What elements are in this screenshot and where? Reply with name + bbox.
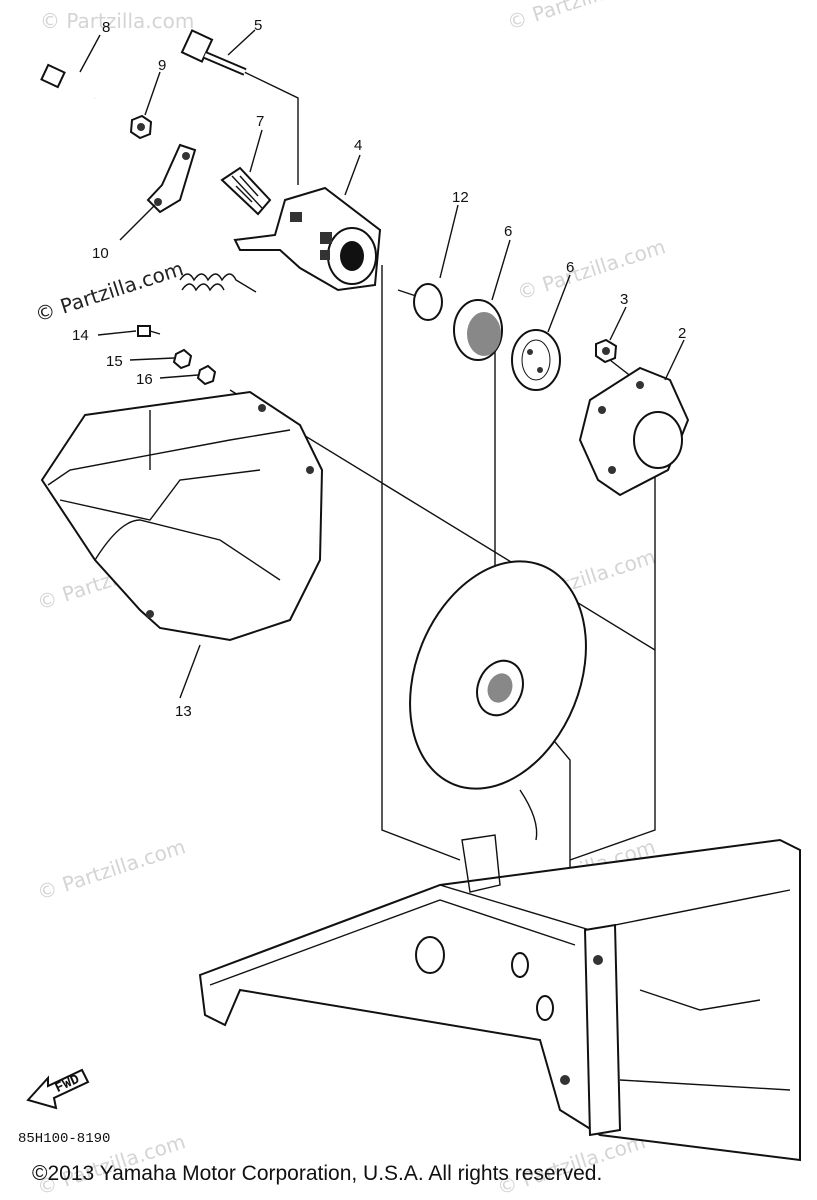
leader-line [227,29,256,56]
leader-line [519,789,538,841]
spring-part-11 [179,273,257,293]
copyright-notice: ©2013 Yamaha Motor Corporation, U.S.A. A… [32,1162,603,1185]
callout-8: 8 [102,19,110,36]
callout-3: 3 [620,291,628,308]
pad-part-12 [397,283,443,321]
callout-6a: 6 [504,223,512,240]
callout-labels: 8 5 9 7 4 12 6 6 10 3 2 14 15 16 13 [72,17,686,720]
pad-part-6a [453,299,503,361]
nut-part-3 [595,338,618,364]
leader-line [179,644,201,699]
diagram-code: 85H100-8190 [18,1131,110,1147]
leader-line [344,154,361,196]
callout-7: 7 [256,113,264,130]
leader-line [609,306,627,341]
callout-9: 9 [158,57,166,74]
leader-line [664,339,685,381]
bolt-part-5 [180,29,247,76]
leader-line [491,239,511,301]
brake-cover-part-13 [40,390,324,642]
leader-line [119,204,156,241]
callout-5: 5 [254,17,262,34]
pad-part-6b [511,329,561,391]
washer-part-15 [172,348,193,370]
fwd-arrow: FWD [26,1068,90,1110]
brake-disc-part-1 [409,560,587,790]
callout-16: 16 [136,371,153,388]
chassis-frame [198,834,801,1162]
callout-4: 4 [354,137,362,154]
callout-12: 12 [452,189,469,206]
watermark: © Partzilla.com [504,0,658,35]
caliper-part-4 [233,186,382,292]
nut-part-16 [196,364,217,386]
watermark: © Partzilla.com [40,9,194,33]
watermark-dark: © Partzilla.com [32,256,186,327]
callout-14: 14 [72,327,89,344]
leader-line [547,274,571,333]
nut-part-9 [129,114,153,140]
callout-15: 15 [106,353,123,370]
leader-line [129,357,175,361]
callout-13: 13 [175,703,192,720]
leader-line [439,204,459,279]
screw-part-14 [137,325,161,337]
adjuster-part-7 [220,166,272,216]
leader-line [159,374,199,379]
watermark: © Partzilla.com [34,834,188,905]
caliper-part-2 [578,366,690,497]
leader-line [79,34,101,73]
callout-6b: 6 [566,259,574,276]
bracket-part-10 [146,143,197,214]
leader-line [97,330,137,336]
leader-line [144,71,161,116]
callout-10: 10 [92,245,109,262]
callout-2: 2 [678,325,686,342]
bolt-part-8 [40,63,96,100]
watermark: © Partzilla.com [514,234,668,305]
leader-line [249,129,263,173]
